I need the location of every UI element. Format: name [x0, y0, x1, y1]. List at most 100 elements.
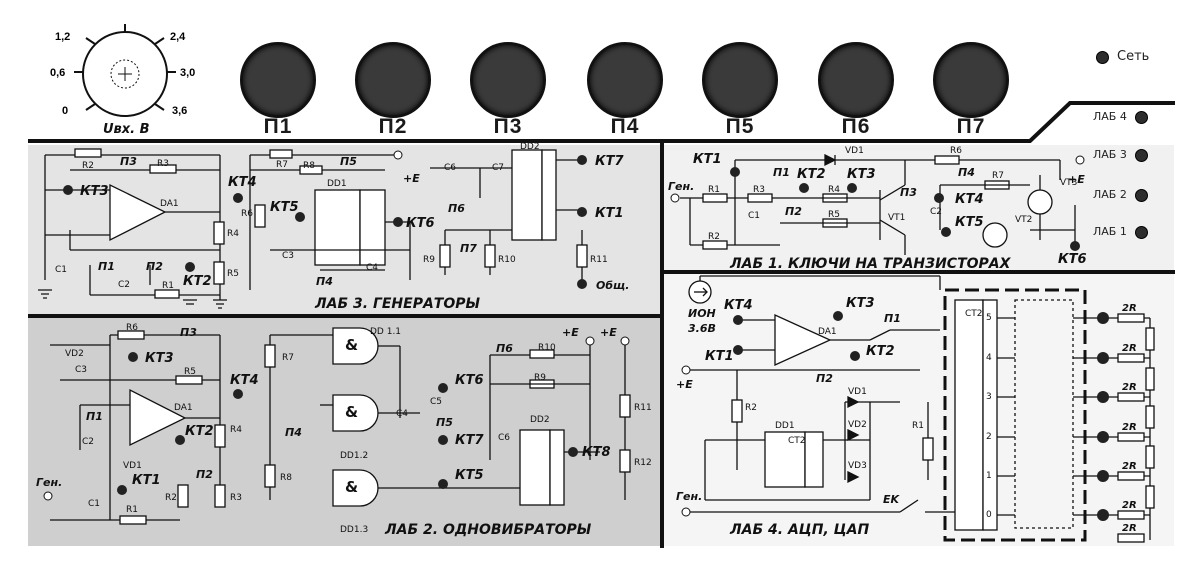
switch-label: П6	[496, 342, 513, 355]
test-point-label: КТ1	[705, 349, 734, 364]
part-label: DA1	[160, 199, 179, 209]
part-label: R11	[634, 403, 652, 413]
test-point-label: КТ3	[80, 184, 109, 199]
part-label: VT3	[1060, 178, 1077, 188]
ladder-label: 2R	[1122, 523, 1137, 534]
knob-tick-label: 3,6	[172, 105, 187, 117]
part-label: R10	[498, 255, 516, 265]
switch-label: П1	[884, 312, 901, 325]
lab1-led-icon[interactable]	[1135, 226, 1148, 239]
part-label: VD2	[848, 420, 867, 430]
button-p3[interactable]	[470, 42, 546, 118]
part-label: R7	[992, 171, 1004, 181]
knob-label: Uвх. В	[103, 122, 150, 137]
switch-label: П3	[900, 186, 917, 199]
part-label: C3	[75, 365, 87, 375]
ct-output-label: 3	[986, 392, 992, 402]
button-p6[interactable]	[818, 42, 894, 118]
test-point-label: КТ3	[145, 351, 174, 366]
button-p2[interactable]	[355, 42, 431, 118]
test-point-label: КТ6	[1058, 252, 1087, 267]
test-point-label: КТ1	[693, 152, 722, 167]
knob-tick-label: 3,0	[180, 67, 195, 79]
gen-label: Ген.	[668, 180, 694, 193]
part-label: EK	[883, 493, 901, 506]
button-p5[interactable]	[702, 42, 778, 118]
lab2-led-icon[interactable]	[1135, 189, 1148, 202]
power-label: Сеть	[1117, 49, 1150, 64]
test-point-label: КТ4	[228, 175, 257, 190]
ct-output-label: 2	[986, 432, 992, 442]
part-label: VD1	[123, 461, 142, 471]
part-label: R2	[165, 493, 177, 503]
test-point-label: КТ4	[724, 298, 753, 313]
lab4-led-icon[interactable]	[1135, 111, 1148, 124]
lab1-title: ЛАБ 1. КЛЮЧИ НА ТРАНЗИСТОРАХ	[729, 256, 1012, 272]
part-label: R7	[276, 160, 288, 170]
ladder-label: 2R	[1122, 461, 1137, 472]
part-label: C4	[396, 409, 408, 419]
part-label: R11	[590, 255, 608, 265]
test-point-label: КТ6	[455, 373, 484, 388]
part-label: R7	[282, 353, 294, 363]
part-label: R3	[157, 159, 169, 169]
test-point-label: КТ1	[132, 473, 161, 488]
part-label: R1	[708, 185, 720, 195]
lab3-led-icon[interactable]	[1135, 149, 1148, 162]
ct-output-label: 5	[986, 313, 992, 323]
switch-label: П1	[98, 260, 115, 273]
supply-label: +E	[1068, 173, 1085, 186]
part-label: VD3	[848, 461, 867, 471]
part-label: R4	[230, 425, 242, 435]
test-point-label: КТ7	[595, 154, 624, 169]
test-point-label: КТ2	[183, 274, 212, 289]
ion-label: ИОН	[688, 307, 716, 320]
part-label: DD1	[775, 421, 795, 431]
button-p4[interactable]	[587, 42, 663, 118]
switch-label: П4	[285, 426, 302, 439]
button-p1[interactable]	[240, 42, 316, 118]
part-label: R3	[230, 493, 242, 503]
switch-label: П6	[448, 202, 465, 215]
part-label: C4	[366, 263, 378, 273]
part-label: C1	[55, 265, 67, 275]
part-label: VD2	[65, 349, 84, 359]
test-point-label: КТ5	[270, 200, 299, 215]
lab-selector-label: ЛАБ 1	[1093, 225, 1127, 238]
switch-label: П2	[196, 468, 213, 481]
voltage-knob[interactable]	[74, 24, 176, 117]
part-label: R6	[950, 146, 962, 156]
part-label: C6	[498, 433, 510, 443]
lab4-title: ЛАБ 4. АЦП, ЦАП	[729, 522, 869, 538]
ladder-label: 2R	[1122, 422, 1137, 433]
button-label: П1	[263, 115, 293, 138]
knob-tick-label: 1,2	[55, 31, 70, 43]
part-label: R6	[241, 209, 253, 219]
switch-label: П5	[340, 155, 357, 168]
part-label: DD2	[520, 142, 540, 152]
lab2-title: ЛАБ 2. ОДНОВИБРАТОРЫ	[384, 522, 592, 538]
switch-label: П3	[120, 155, 137, 168]
part-label: C3	[282, 251, 294, 261]
part-label: C2	[118, 280, 130, 290]
ct-output-label: 1	[986, 471, 992, 481]
part-label: DD 1.1	[370, 327, 401, 337]
part-label: R6	[126, 323, 138, 333]
ladder-label: 2R	[1122, 382, 1137, 393]
nand-symbol: &	[345, 336, 358, 354]
part-label: R1	[912, 421, 924, 431]
button-p7[interactable]	[933, 42, 1009, 118]
part-label: R2	[745, 403, 757, 413]
part-label: R5	[828, 210, 840, 220]
ct-output-label: 0	[986, 510, 992, 520]
gen-label: Ген.	[676, 490, 702, 503]
part-label: C7	[492, 163, 504, 173]
lab-selector-label: ЛАБ 3	[1093, 148, 1127, 161]
switch-label: П4	[316, 275, 333, 288]
part-label: R10	[538, 343, 556, 353]
test-point-label: КТ4	[230, 373, 259, 388]
test-point-label: КТ8	[582, 445, 611, 460]
switch-label: П3	[180, 326, 197, 339]
part-label: C2	[82, 437, 94, 447]
